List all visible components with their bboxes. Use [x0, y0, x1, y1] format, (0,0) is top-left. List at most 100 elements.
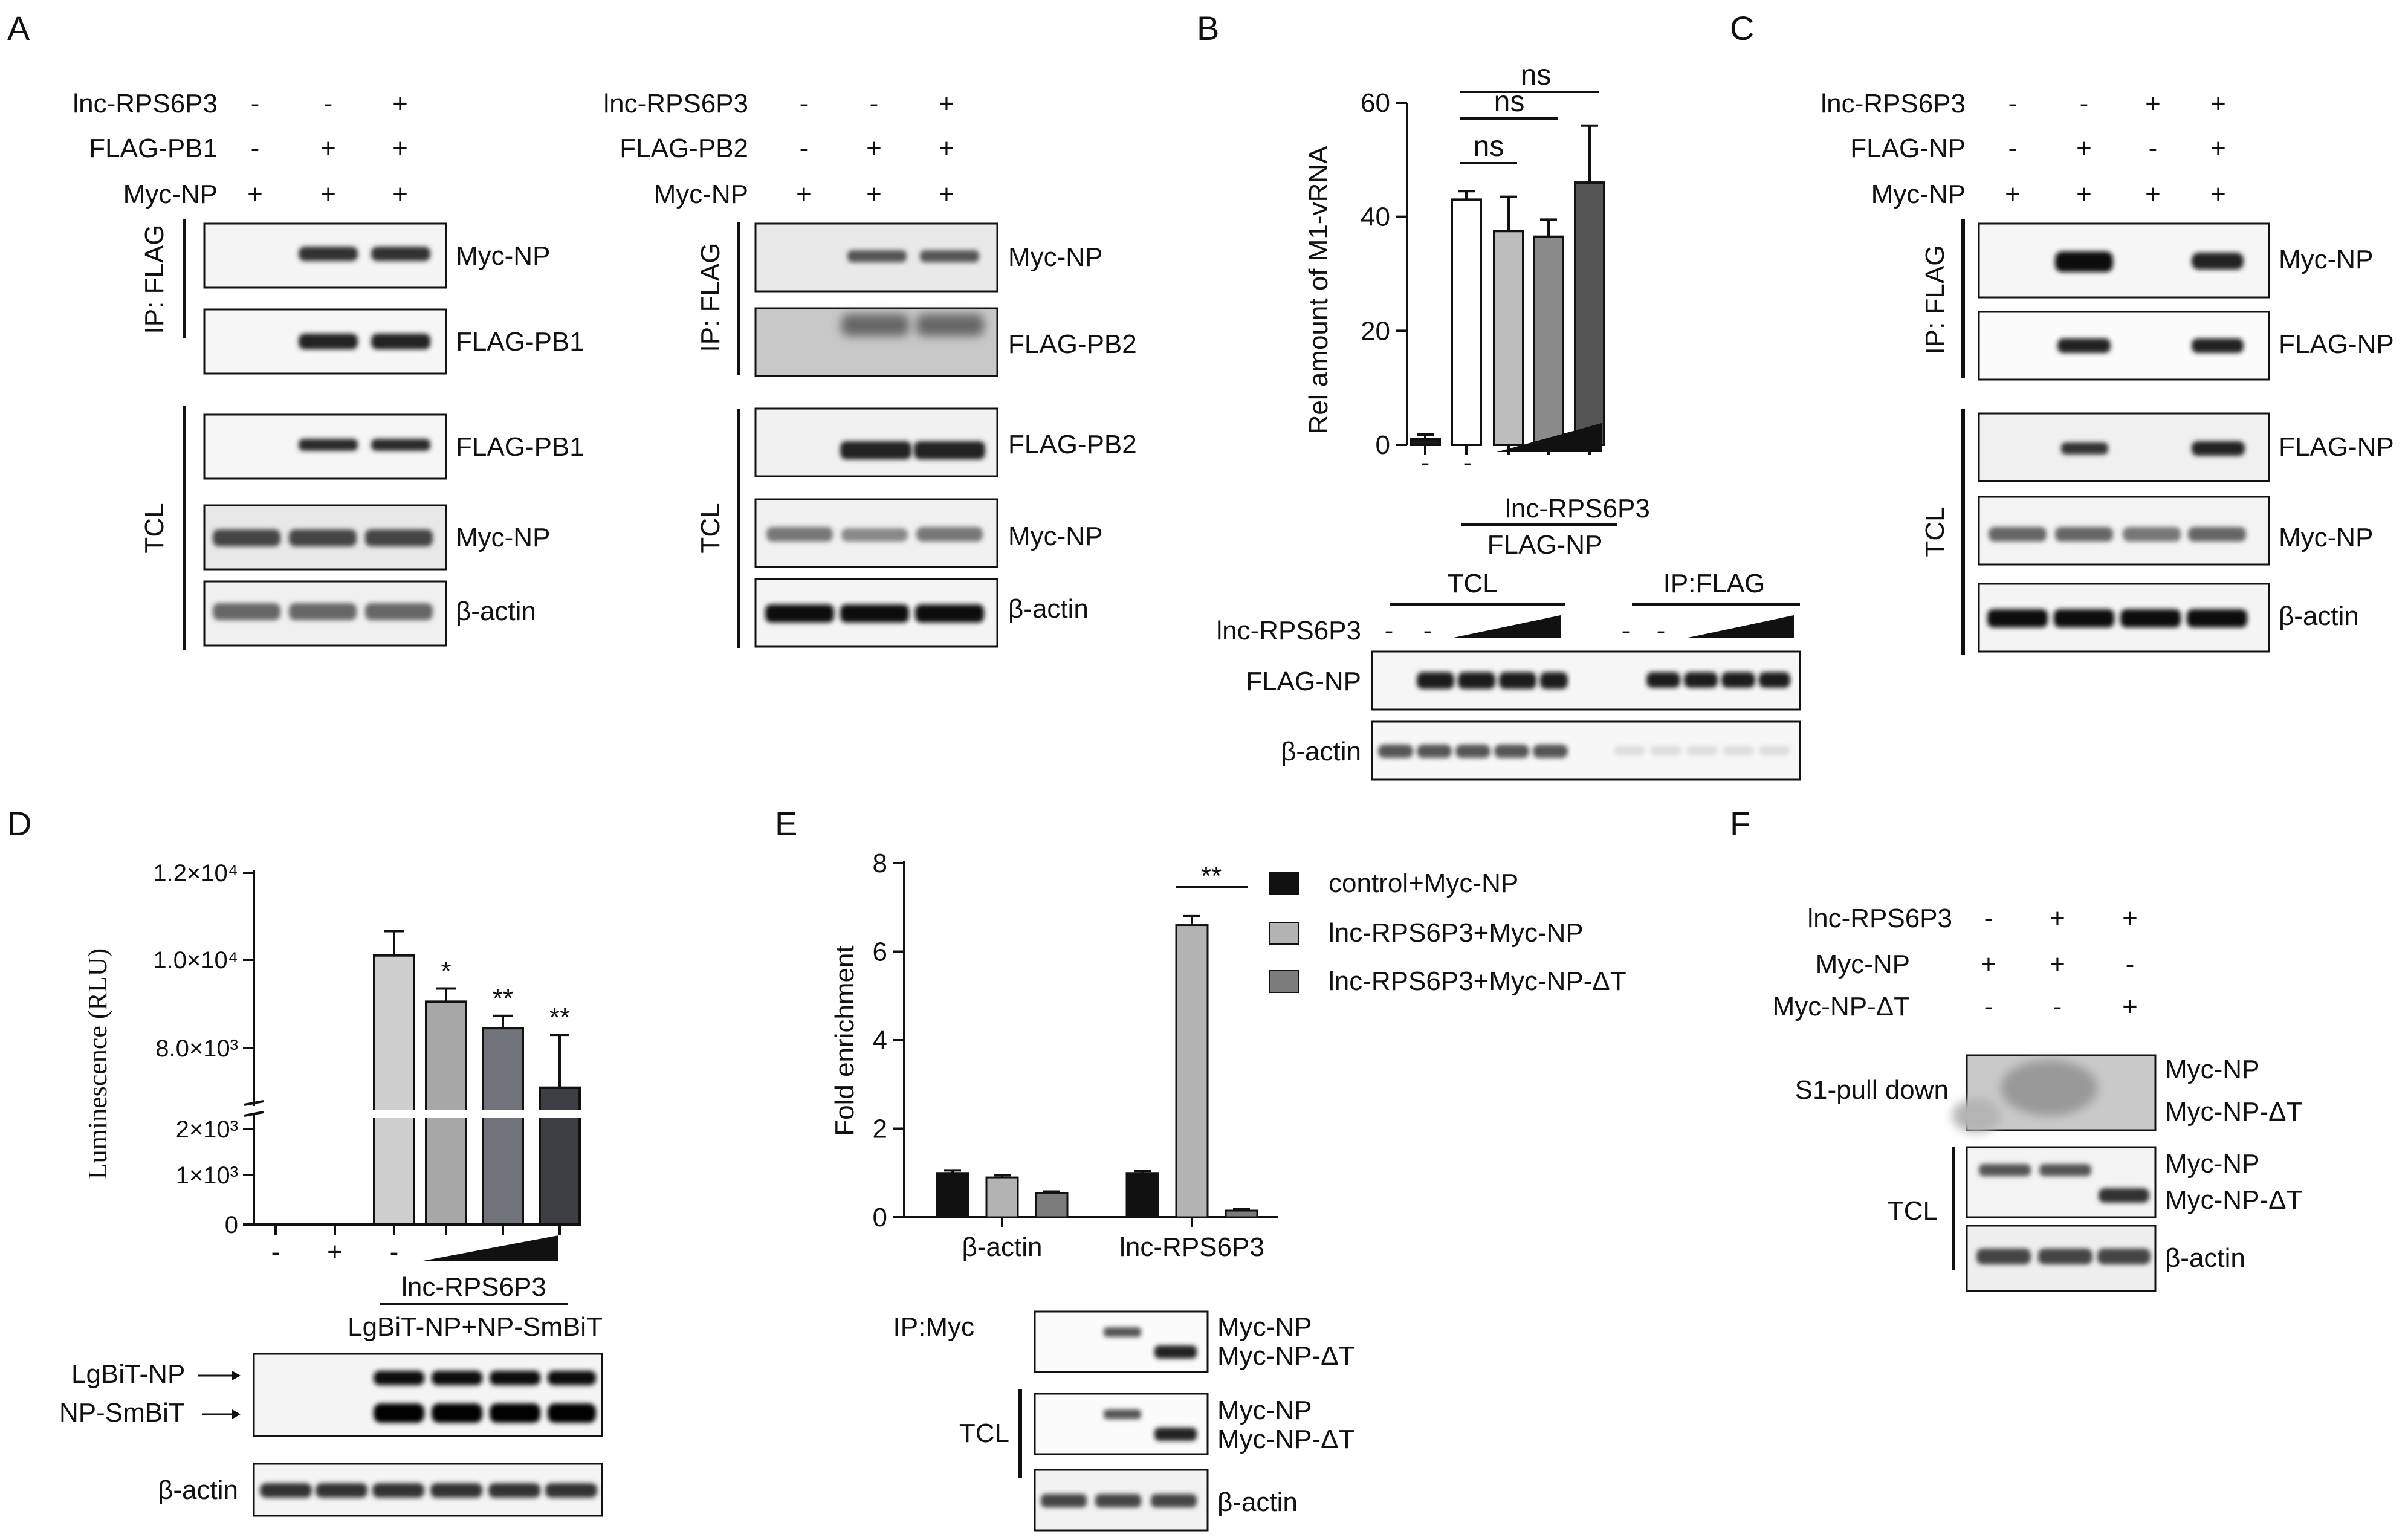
significance-label: ns [1474, 131, 1504, 163]
x-sign: - [390, 1237, 399, 1267]
y-tick-label: 1.0×10⁴ [153, 947, 238, 974]
bar-break [370, 1110, 587, 1118]
panel-a-right: lnc-RPS6P3 FLAG-PB2 Myc-NP - - + - + + +… [603, 89, 1137, 648]
group-label: lnc-RPS6P3 [1505, 494, 1650, 523]
tcl-label: TCL [140, 503, 169, 553]
sign: - [800, 134, 809, 163]
significance-label: ** [1201, 861, 1222, 891]
blot-myc-np-tcl [1978, 496, 2270, 566]
blot-s1-pulldown [1952, 1054, 2157, 1133]
blot-nanobit [253, 1353, 603, 1437]
row-label: lnc-RPS6P3 [1821, 89, 1966, 118]
legend-label: control+Myc-NP [1329, 869, 1518, 898]
blot-tcl-actin [1034, 1469, 1209, 1532]
gradient-wedge [1497, 423, 1602, 452]
blot-label: FLAG-NP [2279, 329, 2394, 359]
y-tick-label: 6 [873, 937, 887, 967]
y-tick-label: 60 [1361, 88, 1390, 118]
x-sign: + [327, 1237, 343, 1267]
blot-label: Myc-NP [2279, 523, 2373, 552]
legend-label: lnc-RPS6P3+Myc-NP-ΔT [1329, 966, 1626, 996]
blot-label: Myc-NP [2165, 1055, 2259, 1084]
sign: + [939, 89, 954, 118]
blot-flag-pb1-tcl [203, 413, 447, 480]
sign: - [251, 89, 260, 118]
blot-label: Myc-NP [2279, 245, 2373, 274]
sign: + [2122, 992, 2138, 1021]
y-tick-label: 8 [873, 849, 887, 878]
tcl-label: TCL [959, 1419, 1009, 1448]
band-label: LgBiT-NP [71, 1359, 185, 1389]
panel-letters: A B C D E F [7, 9, 1754, 843]
sign: + [2122, 904, 2138, 933]
y-tick-label: 1.2×10⁴ [153, 860, 238, 887]
bar [1574, 181, 1605, 446]
sign: + [2210, 180, 2226, 209]
panel-e-blot: IP:Myc Myc-NP Myc-NP-ΔT TCL Myc-NP Myc-N… [893, 1310, 1354, 1532]
group-label: LgBiT-NP+NP-SmBiT [348, 1312, 603, 1342]
x-sign: - [1421, 448, 1430, 477]
blot-ip-myc [1034, 1310, 1209, 1373]
blot-label: FLAG-PB2 [1008, 430, 1137, 459]
sign: - [2080, 89, 2089, 118]
panel-letter-d: D [7, 804, 31, 843]
x-category-label: β-actin [962, 1232, 1043, 1262]
bar [1125, 1172, 1159, 1218]
row-label: Myc-NP-ΔT [1773, 992, 1910, 1021]
blot-label: β-actin [1008, 594, 1089, 624]
blot-myc-np-tcl [754, 498, 998, 568]
blot-flag-np [1371, 650, 1801, 711]
blot-flag-pb1-ip [203, 308, 447, 375]
panel-a-left: lnc-RPS6P3 FLAG-PB1 Myc-NP - - + - + + +… [73, 89, 584, 650]
blot-flag-np-tcl [1978, 412, 2270, 482]
bar [1451, 198, 1482, 446]
blot-tcl-myc [1966, 1146, 2157, 1218]
sign: + [2005, 180, 2021, 209]
blot-tcl-actin [1966, 1225, 2157, 1292]
bar [1410, 438, 1441, 446]
y-axis-label: Rel amount of M1-vRNA [1304, 146, 1333, 434]
significance-label: ** [549, 1003, 570, 1032]
panel-letter-a: A [7, 9, 30, 47]
sign: - [251, 134, 260, 163]
bars [1410, 124, 1605, 455]
sign: + [2076, 180, 2092, 209]
y-ticks: 1.2×10⁴ 1.0×10⁴ 8.0×10³ 2×10³ 1×10³ 0 [153, 860, 254, 1238]
significance-label: ** [493, 984, 513, 1014]
sign: - [1984, 992, 1993, 1021]
x-sign: - [271, 1237, 280, 1267]
y-tick-label: 2 [873, 1115, 887, 1144]
blot-label: Myc-NP [456, 523, 550, 552]
blot-label: Myc-NP-ΔT [1217, 1341, 1354, 1371]
significance-label: ns [1521, 59, 1552, 91]
bars [936, 914, 1258, 1227]
panel-letter-b: B [1197, 9, 1219, 47]
y-tick-label: 8.0×10³ [155, 1035, 238, 1062]
sign: + [2050, 904, 2065, 933]
row-label: lnc-RPS6P3 [73, 89, 218, 118]
bar [985, 1176, 1019, 1218]
bar [1175, 924, 1209, 1218]
blot-label: Myc-NP [456, 241, 550, 271]
panel-letter-e: E [775, 804, 797, 843]
sign: + [866, 134, 882, 163]
ip-label: IP:Myc [893, 1312, 974, 1342]
sign: + [2050, 950, 2065, 979]
y-tick-label: 0 [873, 1203, 887, 1232]
row-label: Myc-NP [1871, 180, 1966, 209]
panel-f: lnc-RPS6P3 Myc-NP Myc-NP-ΔT - + + + + - … [1773, 904, 2302, 1292]
bar [1533, 235, 1564, 446]
blot-label: Myc-NP-ΔT [2165, 1185, 2302, 1215]
blot-label: FLAG-NP [1246, 667, 1361, 696]
panel-b-blot: TCL IP:FLAG lnc-RPS6P3 - - - - [1216, 569, 1801, 781]
bar [1493, 230, 1524, 446]
blot-flag-pb2-tcl [754, 407, 998, 477]
row-label: lnc-RPS6P3 [1216, 616, 1361, 645]
sign: - [324, 89, 333, 118]
bar [936, 1172, 969, 1218]
sign: + [320, 180, 336, 209]
sign: - [1984, 904, 1993, 933]
sign: + [796, 180, 812, 209]
sign: + [866, 180, 882, 209]
